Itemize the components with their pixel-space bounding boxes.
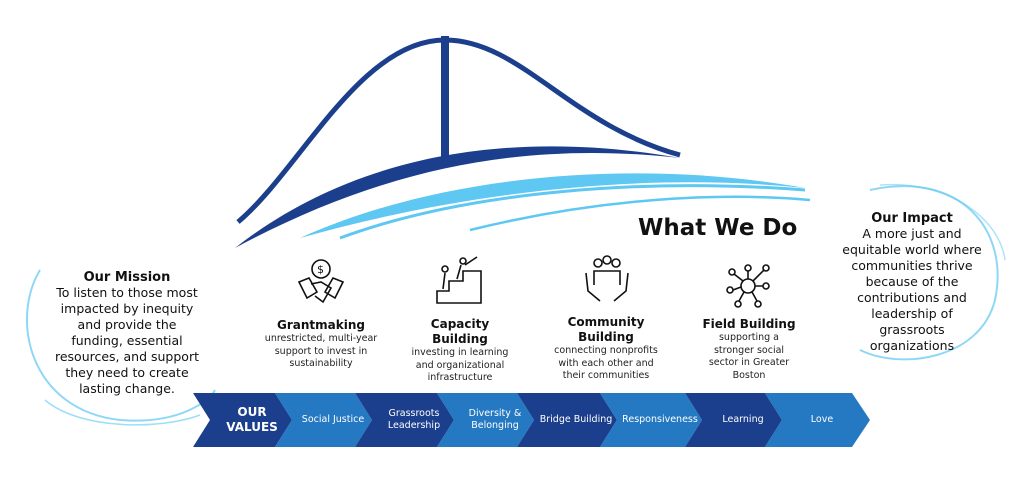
chevron-value (517, 393, 617, 447)
impact-block: Our Impact A more just and equitable wor… (838, 211, 986, 354)
mission-block: Our Mission To listen to those most impa… (52, 270, 202, 397)
service-title: Field Building (702, 317, 796, 331)
service-desc: unrestricted, multi-year support to inve… (264, 333, 378, 369)
value-item: Grassroots Leadership (387, 408, 441, 431)
impact-title: Our Impact (871, 211, 953, 226)
service-community-building: Community Building connecting nonprofits… (550, 315, 662, 383)
chevron-value (437, 393, 534, 447)
mission-title: Our Mission (83, 270, 171, 285)
impact-text: A more just and equitable world where co… (842, 226, 982, 353)
chevron-value (355, 393, 454, 447)
what-we-do-heading: What We Do (638, 215, 798, 241)
value-item: Social Justice (301, 414, 365, 425)
service-grantmaking: Grantmaking unrestricted, multi-year sup… (262, 318, 380, 371)
network-icon (726, 264, 770, 308)
value-item: Learning (722, 414, 764, 425)
service-desc: investing in learning and organizational… (411, 347, 509, 383)
value-item: Responsiveness (622, 414, 698, 425)
service-desc: supporting a stronger social sector in G… (708, 332, 790, 381)
svg-text:$: $ (317, 263, 324, 276)
stairs-climb-icon (436, 256, 482, 304)
service-desc: connecting nonprofits with each other an… (554, 345, 658, 381)
service-field-building: Field Building supporting a stronger soc… (700, 317, 798, 382)
handshake-dollar-icon: $ (297, 259, 345, 304)
hands-people-icon (585, 255, 629, 302)
chevron-value (600, 393, 702, 447)
values-label: OUR VALUES (226, 405, 278, 434)
value-item: Bridge Building (539, 414, 613, 425)
service-capacity-building: Capacity Building investing in learning … (408, 317, 512, 385)
chevron-our-values (193, 393, 292, 447)
value-item: Diversity & Belonging (468, 408, 522, 431)
chevron-value (275, 393, 372, 447)
service-title: Capacity Building (430, 317, 490, 346)
service-title: Community Building (567, 315, 645, 344)
mission-text: To listen to those most impacted by ineq… (54, 285, 199, 396)
service-title: Grantmaking (277, 318, 365, 332)
value-item: Love (810, 414, 834, 425)
chevron-value (685, 393, 782, 447)
chevron-value (765, 393, 870, 447)
